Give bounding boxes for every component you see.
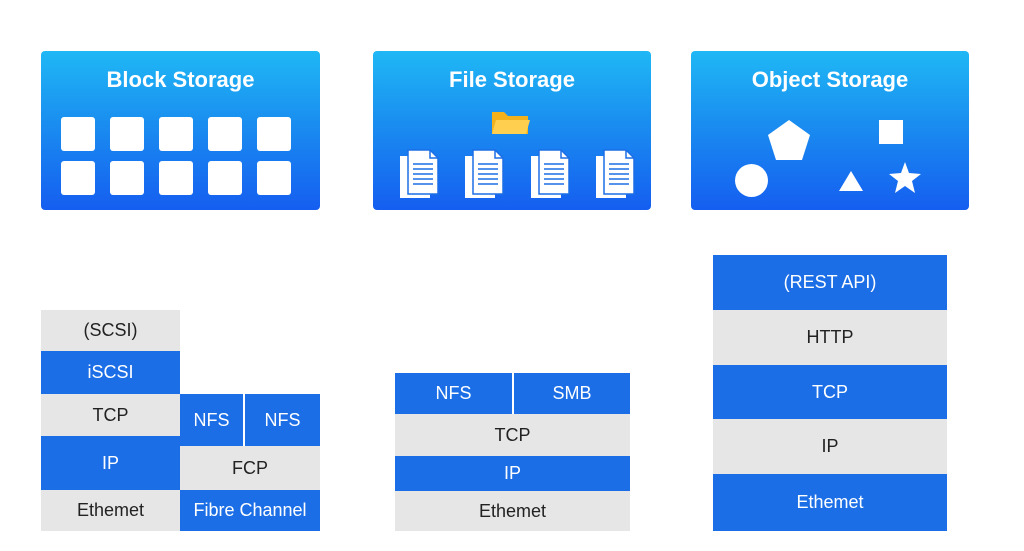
folder-icon — [492, 112, 530, 134]
object-storage-card: Object Storage — [691, 51, 969, 210]
block-icon — [208, 161, 242, 195]
layer-http: HTTP — [713, 310, 947, 365]
block-icon — [208, 117, 242, 151]
document-icon — [400, 149, 439, 198]
document-icon — [596, 149, 635, 198]
triangle-icon — [839, 171, 863, 191]
block-icon — [257, 161, 291, 195]
layer-smb: SMB — [514, 373, 630, 414]
file-storage-card: File Storage — [373, 51, 651, 210]
square-icon — [879, 120, 903, 144]
layer-fibre-channel: Fibre Channel — [180, 490, 320, 531]
layer-ip: IP — [713, 419, 947, 474]
layer-ip: IP — [41, 436, 180, 490]
block-icon — [110, 117, 144, 151]
block-icon — [61, 161, 95, 195]
star-icon — [889, 162, 921, 193]
layer-nfs: NFS — [395, 373, 512, 414]
layer-tcp: TCP — [713, 365, 947, 419]
document-icon — [465, 149, 504, 198]
circle-icon — [735, 164, 768, 197]
layer-nfs: NFS — [180, 394, 243, 446]
document-icon — [531, 149, 570, 198]
object-storage-title: Object Storage — [751, 67, 909, 92]
layer-tcp: TCP — [395, 414, 630, 456]
layer-iscsi: iSCSI — [41, 351, 180, 394]
block-icon — [159, 161, 193, 195]
layer-ethernet: Ethemet — [41, 490, 180, 531]
layer-ethernet: Ethemet — [395, 491, 630, 531]
layer-scsi: (SCSI) — [41, 310, 180, 351]
layer-nfs: NFS — [245, 394, 320, 446]
block-icon — [61, 117, 95, 151]
layer-rest-api: (REST API) — [713, 255, 947, 310]
block-icon — [257, 117, 291, 151]
block-icon — [110, 161, 144, 195]
file-storage-title: File Storage — [449, 67, 575, 92]
block-icon — [159, 117, 193, 151]
layer-tcp: TCP — [41, 394, 180, 436]
layer-ip: IP — [395, 456, 630, 491]
layer-ethernet: Ethemet — [713, 474, 947, 531]
block-storage-title: Block Storage — [106, 67, 255, 92]
pentagon-icon — [768, 120, 810, 160]
block-storage-card: Block Storage — [41, 51, 320, 210]
layer-fcp: FCP — [180, 446, 320, 490]
